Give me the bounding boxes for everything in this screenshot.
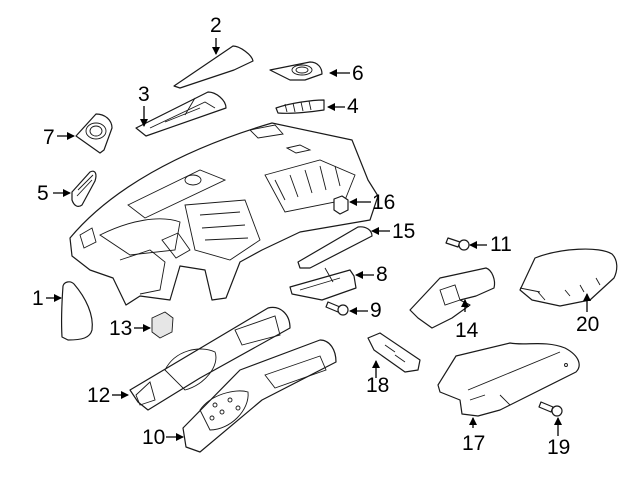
part-13-switch-module — [151, 311, 174, 339]
callout-18: 18 — [366, 374, 390, 397]
callout-15: 15 — [392, 220, 416, 243]
part-18-bracket — [367, 332, 421, 373]
part-12-upper-trim-panel — [129, 306, 291, 411]
callout-4: 4 — [347, 95, 359, 118]
part-4-side-vent — [275, 99, 325, 114]
leader-lines — [46, 38, 591, 441]
callout-2: 2 — [210, 14, 222, 37]
part-20-passenger-airbag — [519, 248, 618, 307]
callout-5: 5 — [37, 182, 49, 205]
callout-11: 11 — [490, 233, 512, 256]
part-5-side-vent — [71, 170, 97, 207]
part-9-bolt — [325, 301, 349, 316]
callout-1: 1 — [32, 287, 44, 310]
callout-19: 19 — [547, 436, 571, 459]
part-19-bolt — [538, 401, 563, 417]
callout-7: 7 — [43, 126, 55, 149]
callout-6: 6 — [352, 62, 364, 85]
part-16-clip — [333, 195, 349, 215]
callout-13: 13 — [109, 317, 133, 340]
callout-17: 17 — [462, 432, 486, 455]
part-15-trim-strip — [297, 226, 373, 269]
part-3-center-grille — [135, 91, 227, 137]
callout-3: 3 — [138, 83, 150, 106]
part-17-glove-box — [437, 342, 580, 417]
part-1-corner-cover — [60, 281, 93, 341]
callout-10: 10 — [142, 426, 166, 449]
part-8-bracket — [289, 267, 357, 301]
callout-20: 20 — [576, 313, 600, 336]
dashboard-main-panel — [69, 122, 379, 306]
part-2-defroster-grille — [173, 45, 254, 89]
callout-9: 9 — [370, 299, 382, 322]
callout-12: 12 — [87, 384, 111, 407]
part-14-knee-bolster — [409, 267, 496, 329]
part-11-bolt — [445, 237, 470, 251]
callout-16: 16 — [372, 191, 396, 214]
part-10-lower-trim-panel — [182, 339, 337, 453]
callout-14: 14 — [455, 319, 479, 342]
part-7-speaker-grille — [75, 113, 113, 154]
part-6-speaker-grille — [269, 61, 323, 81]
callout-8: 8 — [376, 263, 388, 286]
